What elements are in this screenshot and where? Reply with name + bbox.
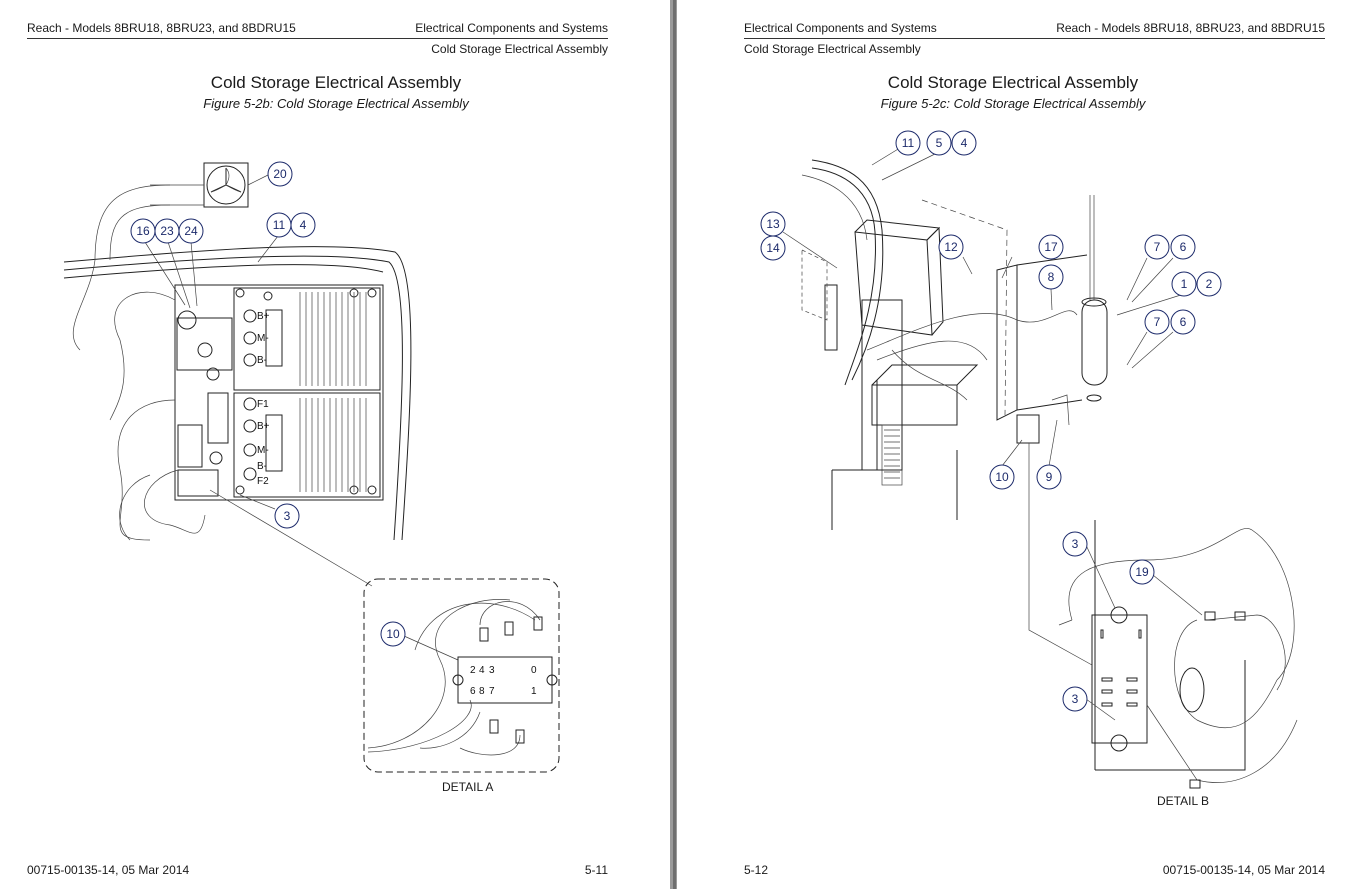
svg-text:10: 10 [995, 470, 1009, 484]
header-right: Reach - Models 8BRU18, 8BRU23, and 8BDRU… [1056, 21, 1325, 35]
callout-bubble: 14 [760, 235, 786, 261]
relay-terminal: 3 [489, 665, 495, 676]
svg-text:13: 13 [766, 217, 780, 231]
svg-text:6: 6 [1180, 240, 1187, 254]
callout-bubble: 23 [154, 218, 180, 244]
callout-bubble: 9 [1036, 464, 1062, 490]
callout-bubble: 10 [989, 464, 1015, 490]
relay-terminal: 4 [479, 665, 485, 676]
callout-bubble: 3 [274, 503, 300, 529]
relay-terminal: 7 [489, 686, 495, 697]
footer-left: 00715-00135-14, 05 Mar 2014 [27, 863, 190, 877]
svg-text:7: 7 [1154, 240, 1161, 254]
left-callouts: 20 16 23 24 11 4 3 10 [130, 161, 406, 647]
svg-text:3: 3 [284, 509, 291, 523]
callout-bubble: 10 [380, 621, 406, 647]
controller-label: F1 [257, 399, 269, 410]
header-right: Electrical Components and Systems [415, 21, 608, 35]
svg-text:24: 24 [184, 224, 198, 238]
svg-text:6: 6 [1180, 315, 1187, 329]
detail-a-frame [363, 578, 560, 773]
callout-bubble: 13 [760, 211, 786, 237]
callout-bubble: 4 [951, 130, 977, 156]
svg-text:4: 4 [300, 218, 307, 232]
figure-5-2c-drawing [782, 142, 1298, 789]
detail-b-label: DETAIL B [1157, 794, 1210, 808]
figure-caption: Figure 5-2c: Cold Storage Electrical Ass… [880, 96, 1146, 111]
svg-text:2: 2 [1206, 277, 1213, 291]
callout-bubble: 7 [1144, 309, 1170, 335]
callout-bubble: 3 [1062, 531, 1088, 557]
controller-label: M- [257, 445, 269, 456]
callout-bubble: 5 [926, 130, 952, 156]
figure-caption: Figure 5-2b: Cold Storage Electrical Ass… [203, 96, 469, 111]
header-sub: Cold Storage Electrical Assembly [744, 42, 921, 56]
callout-bubble: 7 [1144, 234, 1170, 260]
svg-text:5: 5 [936, 136, 943, 150]
header-rule [27, 38, 608, 39]
controller-label: B- [257, 461, 267, 472]
detail-a-label: DETAIL A [442, 780, 494, 794]
relay-terminal: 1 [531, 686, 537, 697]
callout-bubble: 11 [266, 212, 292, 238]
right-callouts: 11 5 4 13 14 12 17 8 7 6 1 2 7 6 10 9 3 … [760, 130, 1222, 712]
svg-text:11: 11 [902, 136, 915, 150]
svg-text:11: 11 [273, 218, 286, 232]
relay-terminal: 6 [470, 686, 476, 697]
footer-right: 00715-00135-14, 05 Mar 2014 [1162, 863, 1325, 877]
figure-5-2b-drawing [63, 162, 560, 773]
header-left: Electrical Components and Systems [744, 21, 937, 35]
svg-text:19: 19 [1135, 565, 1149, 579]
right-page: Electrical Components and Systems Reach … [677, 0, 1349, 889]
footer-page-number: 5-12 [744, 863, 769, 877]
svg-text:16: 16 [136, 224, 150, 238]
controller-label: B+ [257, 311, 270, 322]
svg-text:12: 12 [944, 240, 958, 254]
page-title: Cold Storage Electrical Assembly [887, 73, 1139, 92]
svg-text:14: 14 [766, 241, 780, 255]
callout-bubble: 12 [938, 234, 964, 260]
book-spine [670, 0, 680, 889]
relay-detail-b [1091, 614, 1148, 744]
callout-bubble: 20 [267, 161, 293, 187]
svg-text:10: 10 [386, 627, 400, 641]
callout-bubble: 2 [1196, 271, 1222, 297]
callout-bubble: 24 [178, 218, 204, 244]
controller-label: M- [257, 333, 269, 344]
callout-bubble: 11 [895, 130, 921, 156]
relay-terminal: 0 [531, 665, 537, 676]
controller-label: B+ [257, 421, 270, 432]
callout-bubble: 17 [1038, 234, 1064, 260]
relay-terminal: 2 [470, 665, 476, 676]
svg-text:4: 4 [961, 136, 968, 150]
callout-bubble: 3 [1062, 686, 1088, 712]
header-left: Reach - Models 8BRU18, 8BRU23, and 8BDRU… [27, 21, 296, 35]
callout-bubble: 16 [130, 218, 156, 244]
callout-bubble: 4 [290, 212, 316, 238]
callout-bubble: 8 [1038, 264, 1064, 290]
controller-label: B- [257, 355, 267, 366]
callout-bubble: 1 [1171, 271, 1197, 297]
controller-labels: B+ M- B- F1 B+ M- B- F2 2 4 3 0 6 8 7 1 [257, 311, 537, 697]
footer-page-number: 5-11 [584, 863, 608, 877]
callout-bubble: 6 [1170, 309, 1196, 335]
header-sub: Cold Storage Electrical Assembly [431, 42, 608, 56]
page-title: Cold Storage Electrical Assembly [210, 73, 462, 92]
controller-label: F2 [257, 476, 269, 487]
callout-bubble: 6 [1170, 234, 1196, 260]
relay-terminal: 8 [479, 686, 485, 697]
svg-text:1: 1 [1181, 277, 1188, 291]
relay-body [457, 656, 553, 704]
left-page: Reach - Models 8BRU18, 8BRU23, and 8BDRU… [0, 0, 672, 889]
callout-bubble: 19 [1129, 559, 1155, 585]
svg-text:17: 17 [1044, 240, 1058, 254]
svg-text:20: 20 [273, 167, 287, 181]
svg-text:7: 7 [1154, 315, 1161, 329]
header-rule [744, 38, 1325, 39]
svg-text:3: 3 [1072, 692, 1079, 706]
svg-text:3: 3 [1072, 537, 1079, 551]
svg-text:9: 9 [1046, 470, 1053, 484]
svg-text:23: 23 [160, 224, 174, 238]
svg-text:8: 8 [1048, 270, 1055, 284]
